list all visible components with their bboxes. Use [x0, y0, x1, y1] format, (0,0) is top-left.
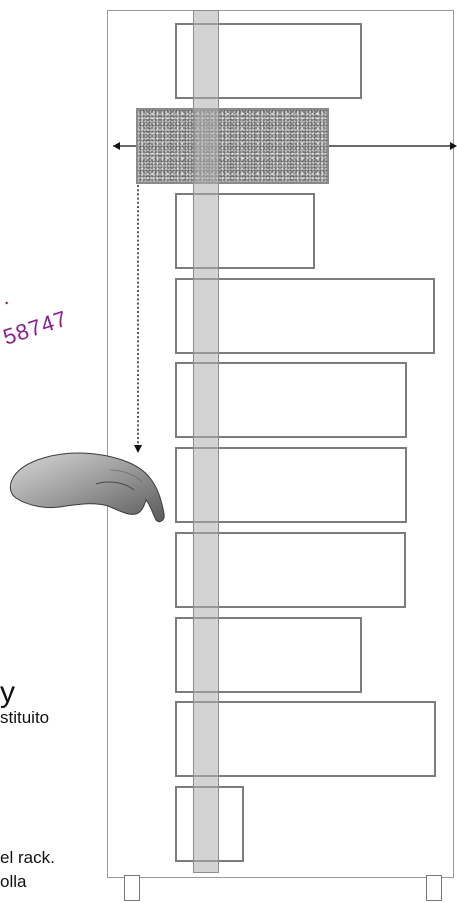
text-fragment-line-1: stituito [0, 708, 49, 728]
width-arrowhead-right [450, 142, 457, 150]
width-arrowhead-left [113, 142, 120, 150]
text-fragment-line-3: olla [0, 872, 26, 892]
text-fragment-large: y [0, 676, 15, 710]
hand-pointing-icon [0, 440, 175, 535]
text-fragment-line-2: el rack. [0, 848, 55, 868]
